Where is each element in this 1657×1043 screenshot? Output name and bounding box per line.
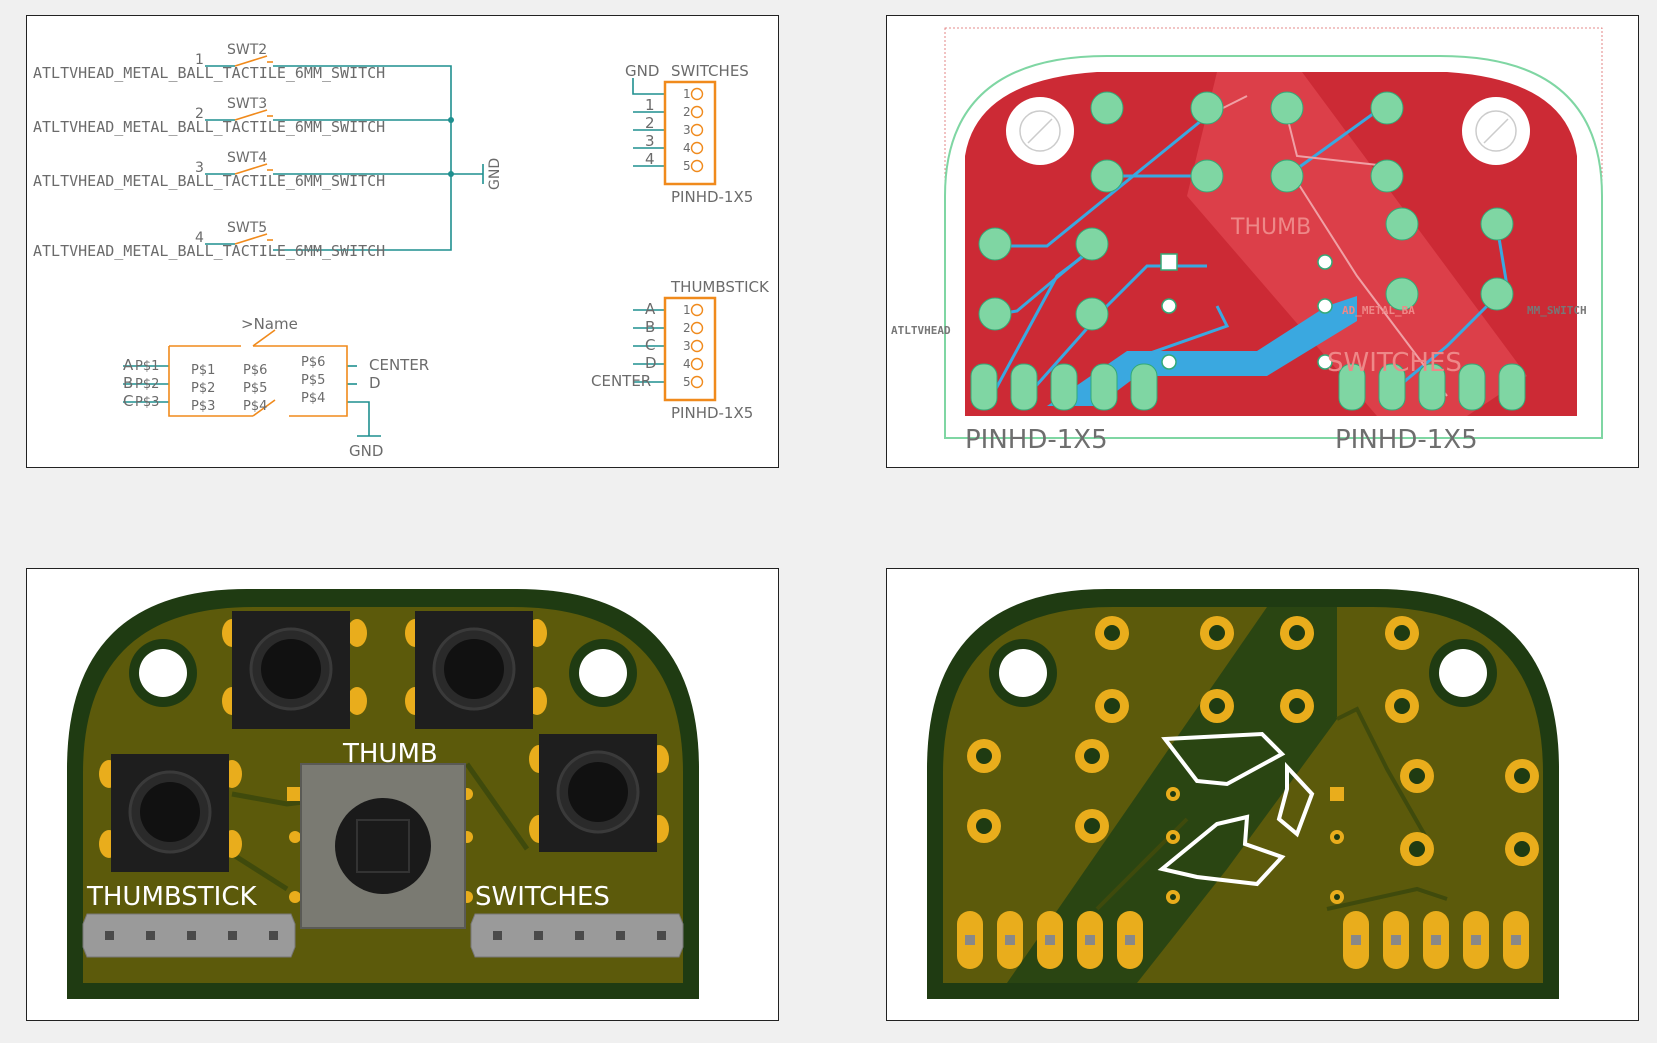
- joystick-gnd: GND: [349, 442, 383, 460]
- switch-part-label: ATLTVHEAD_METAL_BALL_TACTILE_6MM_SWITCH: [33, 172, 385, 190]
- logo-icon: [1157, 731, 1315, 887]
- switch-net-label: 4: [195, 230, 204, 246]
- joystick-pin: P$6: [243, 363, 267, 378]
- layout-switches-label: SWITCHES: [1327, 348, 1462, 378]
- joystick-net: D: [369, 374, 381, 392]
- switches-net: 3: [645, 132, 655, 150]
- switch-net-label: 2: [195, 106, 204, 122]
- joystick-net: CENTER: [369, 356, 429, 374]
- joystick-pin: P$1: [135, 359, 159, 374]
- silk-thumbstick-label: THUMBSTICK: [86, 882, 257, 912]
- tactile-button-swt2: [232, 611, 350, 729]
- joystick-pin: P$5: [301, 373, 325, 388]
- joystick-pin: P$3: [191, 399, 215, 414]
- switch-net-label: 1: [195, 52, 204, 68]
- layout-part-label: ATLTVHEAD: [891, 324, 951, 337]
- board-layout-svg: PINHD-1X5 PINHD-1X5 SWITCHES THUMB ATLTV…: [891, 27, 1603, 455]
- thumbstick-net: B: [645, 318, 655, 336]
- joystick-net: C: [123, 392, 133, 410]
- layout-part-label: AD_METAL_BA: [1342, 304, 1415, 317]
- switch-ref-label: SWT5: [227, 220, 267, 236]
- switch-ref-label: SWT2: [227, 42, 267, 58]
- thumbstick-pin-num: 1: [683, 303, 691, 317]
- thumbstick-header-title: THUMBSTICK: [670, 278, 770, 296]
- thumbstick-net: A: [645, 300, 656, 318]
- switches-pin-num: 2: [683, 105, 691, 119]
- switch-ref-label: SWT3: [227, 96, 267, 112]
- top-render-svg: THUMB THUMBSTICK SWITCHES: [67, 589, 699, 999]
- layout-header-left-label: PINHD-1X5: [965, 425, 1108, 455]
- switches-pin-num: 3: [683, 123, 691, 137]
- layout-header-right-label: PINHD-1X5: [1335, 425, 1478, 455]
- bottom-render-panel[interactable]: [886, 568, 1639, 1021]
- switches-pin-num: 4: [683, 141, 691, 155]
- gnd-label: GND: [487, 158, 503, 190]
- tactile-button-swt3: [415, 611, 533, 729]
- switches-header-title: SWITCHES: [671, 62, 749, 80]
- thumbstick-pin-num: 4: [683, 357, 691, 371]
- thumbstick-pin-num: 2: [683, 321, 691, 335]
- joystick-net: A: [123, 356, 134, 374]
- switch-part-label: ATLTVHEAD_METAL_BALL_TACTILE_6MM_SWITCH: [33, 64, 385, 82]
- switch-net-label: 3: [195, 160, 204, 176]
- thumbstick-pin-num: 3: [683, 339, 691, 353]
- switch-ref-label: SWT4: [227, 150, 267, 166]
- bottom-render-svg: [927, 589, 1559, 999]
- joystick-pin: P$2: [191, 381, 215, 396]
- thumbstick-module: [300, 763, 466, 929]
- switches-net: 2: [645, 114, 655, 132]
- board-layout-panel[interactable]: PINHD-1X5 PINHD-1X5 SWITCHES THUMB ATLTV…: [886, 15, 1639, 468]
- switches-part-label: PINHD-1X5: [671, 188, 753, 206]
- joystick-net: B: [123, 374, 133, 392]
- joystick-pin: P$6: [301, 355, 325, 370]
- joystick-pin: P$4: [301, 391, 325, 406]
- layout-thumb-label: THUMB: [1230, 215, 1311, 240]
- tactile-button-swt4: [539, 734, 657, 852]
- thumbstick-net: C: [645, 336, 655, 354]
- schematic-panel[interactable]: ATLTVHEAD_METAL_BALL_TACTILE_6MM_SWITCH …: [26, 15, 779, 468]
- silk-switches-label: SWITCHES: [475, 882, 610, 912]
- layout-part-label: MM_SWITCH: [1527, 304, 1587, 317]
- switches-pin-num: 5: [683, 159, 691, 173]
- thumbstick-header: [82, 913, 296, 958]
- joystick-name-label: >Name: [241, 315, 298, 333]
- joystick-pin: P$1: [191, 363, 215, 378]
- top-render-panel[interactable]: THUMB THUMBSTICK SWITCHES: [26, 568, 779, 1021]
- tactile-button-swt5: [111, 754, 229, 872]
- switches-header: [470, 913, 684, 958]
- switches-net: 4: [645, 150, 655, 168]
- joystick-pin: P$5: [243, 381, 267, 396]
- switches-net: 1: [645, 96, 655, 114]
- thumbstick-part-label: PINHD-1X5: [671, 404, 753, 422]
- schematic-svg: ATLTVHEAD_METAL_BALL_TACTILE_6MM_SWITCH …: [33, 42, 770, 460]
- thumbstick-pin-num: 5: [683, 375, 691, 389]
- thumbstick-net: CENTER: [591, 372, 651, 390]
- joystick-pin: P$4: [243, 399, 267, 414]
- thumbstick-net: D: [645, 354, 657, 372]
- switch-part-label: ATLTVHEAD_METAL_BALL_TACTILE_6MM_SWITCH: [33, 242, 385, 260]
- joystick-pin: P$3: [135, 395, 159, 410]
- switches-pin-num: 1: [683, 87, 691, 101]
- switches-gnd-net: GND: [625, 62, 659, 80]
- switch-part-label: ATLTVHEAD_METAL_BALL_TACTILE_6MM_SWITCH: [33, 118, 385, 136]
- silk-thumb-label: THUMB: [342, 739, 438, 769]
- joystick-pin: P$2: [135, 377, 159, 392]
